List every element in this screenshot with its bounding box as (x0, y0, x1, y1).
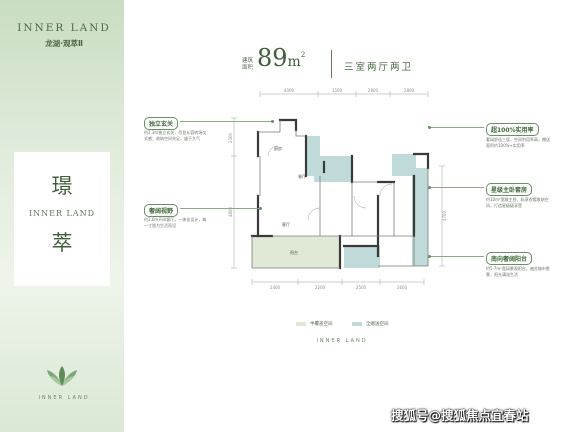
brand-title-cn: 龙湖·观萃Ⅱ (45, 39, 83, 48)
leader-line-view (180, 208, 260, 209)
leader-dot-usage (428, 126, 431, 129)
leader-dot-master (428, 186, 431, 189)
dim-bottom-2: 2200 (315, 285, 326, 290)
unit-name-char1: 璟 (51, 174, 73, 198)
brand-title-en: INNER LAND (17, 22, 111, 34)
floor-plan: 餐厅 厨房 客厅 阳台 4000 3500 2800 2800 2400 220… (228, 88, 447, 290)
dim-top-4: 2800 (404, 88, 415, 93)
legend-swatch-semi (296, 322, 306, 326)
dim-bottom-1: 2400 (270, 285, 281, 290)
room-label-balcony: 阳台 (290, 249, 298, 255)
area-unit: m (287, 54, 301, 70)
gift-space-bath (344, 246, 380, 268)
dim-left-2: 4800 (228, 206, 233, 217)
annotation-master-desc: 约10m²宽敞主卧，私享衣帽收纳空间，打造星级级享受 (486, 197, 549, 208)
room-label-living: 客厅 (282, 221, 290, 227)
leader-line-foyer (180, 121, 272, 122)
balcony-area (252, 236, 340, 268)
dim-right-1: 4700 (442, 210, 447, 221)
dim-top-2: 3500 (332, 88, 343, 93)
annotation-balcony-title: 南向奢阔阳台 (486, 252, 533, 265)
legend-swatch-gift (352, 322, 362, 326)
annotation-foyer-desc: 约2.3m独立玄关，尽显从容转场仪式感；收纳空间充足，盛于大气 (144, 130, 207, 141)
unit-name-box: 璟 INNER LAND 萃 (14, 152, 110, 286)
room-label-dining: 餐厅 (298, 173, 306, 179)
footer-brand: INNER LAND (316, 338, 368, 344)
dim-top-3: 2800 (368, 88, 379, 93)
dim-bottom-3: 2500 (356, 285, 367, 290)
layout-type: 三室两厅两卫 (344, 62, 414, 73)
area-number: 89 (257, 44, 288, 72)
legend-label-gift: 全赠送空间 (366, 322, 389, 327)
leader-line-usage (430, 127, 484, 128)
left-panel: INNER LAND 龙湖·观萃Ⅱ 璟 INNER LAND 萃 INNER L… (0, 0, 124, 432)
unit-name-char2: 萃 (51, 231, 73, 255)
leader-dot-balcony (428, 255, 431, 258)
dim-bottom-4: 2600 (397, 285, 408, 290)
area-unit-superscript: 2 (300, 51, 306, 59)
room-label-kitchen: 厨房 (274, 145, 282, 151)
unit-name-en: INNER LAND (28, 209, 96, 218)
annotation-view-title: 奢阔视野 (144, 204, 179, 217)
dim-top-1: 4000 (284, 88, 295, 93)
bottom-brand-text: INNER LAND (38, 395, 90, 401)
watermark: 搜狐号@搜狐焦点宜春站 (391, 408, 529, 423)
annotation-view-desc: 约2.6m开间客厅，一体化设计，每一寸皆为生活而设 (144, 217, 207, 228)
header-divider (331, 50, 332, 78)
leader-dot-foyer (271, 120, 274, 123)
dim-left-1: 2300 (228, 132, 233, 143)
legend-gift-space: 全赠送空间 (352, 321, 389, 327)
leader-line-balcony (430, 256, 484, 257)
annotation-master-title: 星级主卧套房 (486, 183, 533, 196)
gift-space-top (392, 154, 416, 176)
annotation-balcony-desc: 约5.7m²宽阔景观阳台，遍览城市胜景，阳光满溢生活 (486, 266, 550, 277)
leader-line-master (430, 187, 484, 188)
legend-semi-covered: 半覆盖空间 (296, 321, 333, 327)
annotation-usage-desc: 奢阔舒适三居，空间利用率高，赠送面积约100%+实用率 (486, 137, 550, 148)
legend-label-semi: 半覆盖空间 (310, 322, 333, 327)
annotation-usage-title: 超100%实用率 (486, 123, 539, 136)
leader-dot-view (259, 207, 262, 210)
area-value: 89m2 (257, 44, 305, 72)
gift-space-right (412, 168, 428, 266)
annotation-foyer-title: 独立玄关 (144, 117, 179, 130)
area-label: 建筑面积 (242, 58, 254, 71)
leaf-logo-icon (47, 366, 77, 386)
